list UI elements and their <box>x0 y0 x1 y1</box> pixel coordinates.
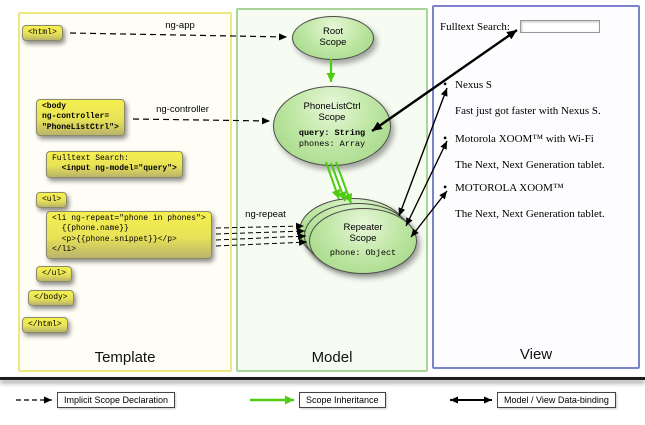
view-item-desc: The Next, Next Generation tablet. <box>455 208 605 221</box>
phonelistctrl-scope-ellipse: PhoneListCtrl Scope query: String phones… <box>273 86 391 166</box>
view-item-title: Nexus S <box>455 79 492 91</box>
code-ul-open: <ul> <box>36 192 68 209</box>
ng-repeat-label: ng-repeat <box>245 209 286 220</box>
fulltext-search-input[interactable] <box>520 20 600 33</box>
code-li-repeat: <li ng-repeat="phone in phones"> {{phone… <box>46 211 212 259</box>
legend-scope-inheritance: Scope Inheritance <box>299 392 386 408</box>
code-body-open: <body ng-controller= "PhoneListCtrl"> <box>36 99 125 137</box>
repeater-scope-ellipse-front: Repeater Scope phone: Object <box>309 208 417 274</box>
ng-controller-label: ng-controller <box>156 104 209 115</box>
root-scope-ellipse: Root Scope <box>292 16 374 60</box>
code-ul-close: </ul> <box>36 266 73 283</box>
view-panel-label: View <box>519 346 553 363</box>
phonelistctrl-phones-prop: phones: Array <box>298 138 366 149</box>
legend-data-binding: Model / View Data-binding <box>497 392 616 408</box>
model-panel: Model <box>236 8 428 372</box>
view-item-title: Motorola XOOM™ with Wi-Fi <box>455 133 594 145</box>
phonelistctrl-query-prop: query: String <box>298 127 366 138</box>
view-item-desc: Fast just got faster with Nexus S. <box>455 105 601 118</box>
root-scope-title: Root Scope <box>319 26 347 48</box>
model-panel-label: Model <box>311 349 353 366</box>
code-fulltext-input: <input ng-model="query"> <box>52 164 177 174</box>
bullet-icon: • <box>443 131 448 145</box>
repeater-phone-prop: phone: Object <box>329 247 397 258</box>
legend-implicit-scope: Implicit Scope Declaration <box>57 392 176 408</box>
code-body-close: </body> <box>28 290 74 307</box>
view-item-desc: The Next, Next Generation tablet. <box>455 159 605 172</box>
view-list-item: • Nexus S Fast just got faster with Nexus… <box>443 77 633 118</box>
repeater-scope-title: Repeater Scope <box>343 222 383 244</box>
bullet-icon: • <box>443 180 448 194</box>
phonelistctrl-scope-title: PhoneListCtrl Scope <box>303 101 361 123</box>
view-list-item: • Motorola XOOM™ with Wi-Fi The Next, Nex… <box>443 131 633 172</box>
template-panel-label: Template <box>94 349 156 366</box>
code-html-close: </html> <box>22 317 68 334</box>
ng-app-label: ng-app <box>165 20 195 31</box>
code-fulltext-search: Fulltext Search: <input ng-model="query"… <box>46 151 183 178</box>
view-search-label: Fulltext Search: <box>440 21 510 33</box>
legend-divider <box>0 377 645 380</box>
code-fulltext-label: Fulltext Search: <box>52 154 129 163</box>
view-list-item: • MOTOROLA XOOM™ The Next, Next Generatio… <box>443 180 633 221</box>
code-html-open: <html> <box>22 25 63 42</box>
view-item-title: MOTOROLA XOOM™ <box>455 182 564 194</box>
bullet-icon: • <box>443 77 448 91</box>
